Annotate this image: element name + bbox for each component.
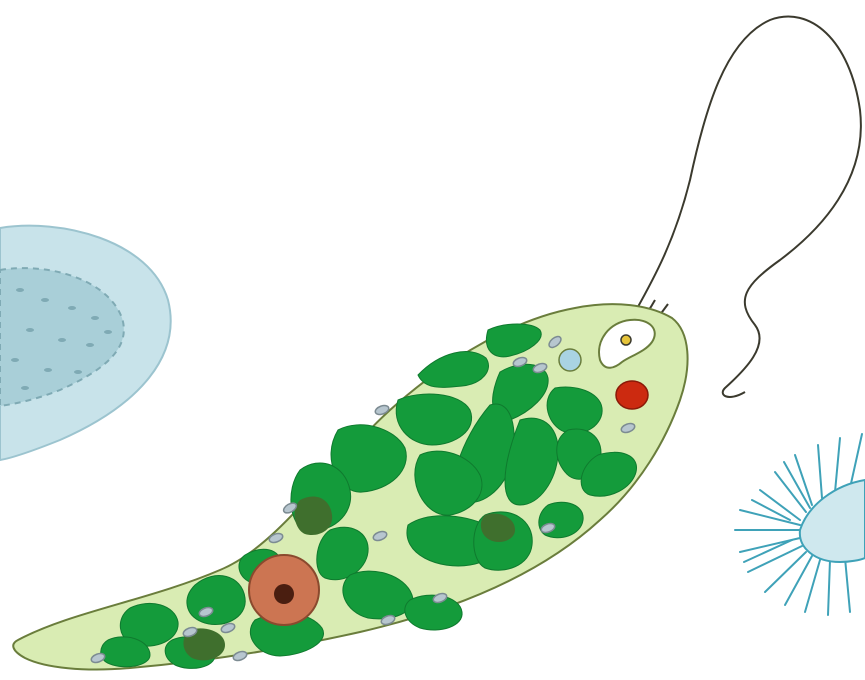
basal-body [621, 335, 631, 345]
right-cell-body [800, 480, 865, 562]
eyespot [616, 381, 648, 409]
nucleolus [274, 584, 294, 604]
nucleus [249, 555, 319, 625]
contractile-vacuole [559, 349, 581, 371]
right-cell [735, 434, 865, 615]
left-cell [0, 226, 171, 460]
